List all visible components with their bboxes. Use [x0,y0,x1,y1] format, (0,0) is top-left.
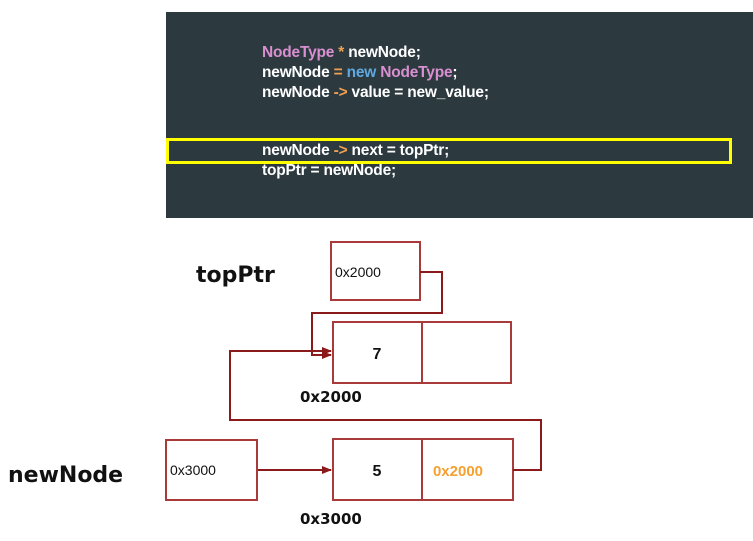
code-line: newNode -> value = new_value; [262,84,489,102]
code-token: value = new_value; [351,84,489,101]
node-new-address: 0x3000 [300,510,362,528]
code-panel: NodeType * newNode; newNode = new NodeTy… [166,12,753,218]
code-line: NodeType * newNode; [262,44,421,62]
node-top-next-cell [421,321,512,384]
code-token: -> [329,142,352,159]
code-token: * [334,44,349,61]
code-token: = [329,64,347,81]
code-token: next = topPtr; [351,142,450,159]
code-line: newNode = new NodeType; [262,64,458,82]
node-new-value: 5 [373,463,382,480]
code-token: NodeType [262,44,335,61]
newnode-label: newNode [8,463,123,488]
topptr-arrow [311,271,443,359]
code-token: ; [452,64,458,81]
code-line: newNode -> next = topPtr; [262,142,449,160]
code-token: topPtr = newNode; [262,162,396,179]
node-top-value-cell [332,321,423,384]
code-line: topPtr = newNode; [262,162,396,180]
newnode-box [165,439,258,501]
node-new-next: 0x2000 [433,463,483,480]
node-top-value: 7 [373,346,382,363]
topptr-label: topPtr [196,263,275,288]
node-new-value-cell [332,438,423,501]
next-pointer-arrow [229,347,542,471]
code-token: newNode [262,142,330,159]
node-top-address: 0x2000 [300,388,362,406]
newnode-value: 0x3000 [170,462,216,478]
highlight-box [166,138,732,164]
code-token: newNode [262,64,330,81]
topptr-value: 0x2000 [335,264,381,280]
code-token: new [346,64,377,81]
code-token: newNode; [348,44,421,61]
code-token: -> [329,84,352,101]
code-token: NodeType [380,64,453,81]
code-token: newNode [262,84,330,101]
